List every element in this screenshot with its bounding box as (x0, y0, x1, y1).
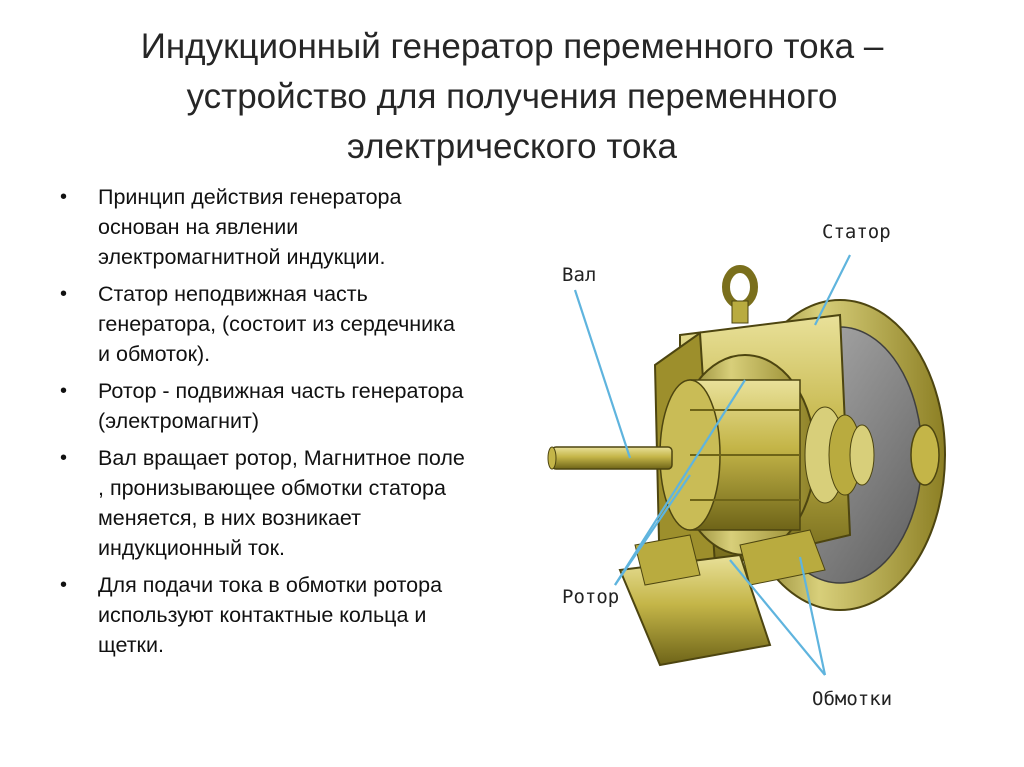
shaft-pointer (573, 289, 632, 459)
bullet-item: Вал вращает ротор, Магнитное поле , прон… (60, 443, 550, 563)
rotor-core (659, 354, 816, 556)
bullet-item: Принцип действия генератора основан на я… (60, 182, 550, 272)
windings-pointer-1 (729, 559, 826, 676)
pointer-lines (573, 254, 851, 676)
title-line-3: электрического тока (347, 127, 677, 166)
slide-title: Индукционный генератор переменного тока … (60, 22, 964, 172)
slip-rings (804, 406, 875, 504)
bullet-list: Принцип действия генератора основан на я… (60, 182, 550, 667)
shaft-label: Вал (562, 264, 596, 286)
generator-illustration: Статор Вал Ротор Обмотки (547, 221, 946, 710)
windings-pointer-2 (798, 556, 827, 676)
title-line-1: Индукционный генератор переменного тока … (140, 27, 884, 66)
title-line-2: устройство для получения переменного (186, 77, 838, 116)
stator-label: Статор (822, 221, 891, 243)
bullet-item: Ротор - подвижная часть генератора (элек… (60, 376, 550, 436)
windings-label: Обмотки (812, 688, 892, 710)
rotor-label: Ротор (562, 586, 619, 608)
rotor-pointer-2 (614, 474, 691, 586)
base-foot (618, 529, 826, 667)
lifting-eye (722, 265, 758, 324)
stator-pointer (814, 254, 851, 326)
generator-diagram: Статор Вал Ротор Обмотки (540, 205, 950, 725)
bullet-item: Статор неподвижная часть генератора, (со… (60, 279, 550, 369)
rotor-pointer-1 (614, 379, 746, 586)
shaft (547, 446, 673, 470)
bullet-item: Для подачи тока в обмотки ротора использ… (60, 570, 550, 660)
